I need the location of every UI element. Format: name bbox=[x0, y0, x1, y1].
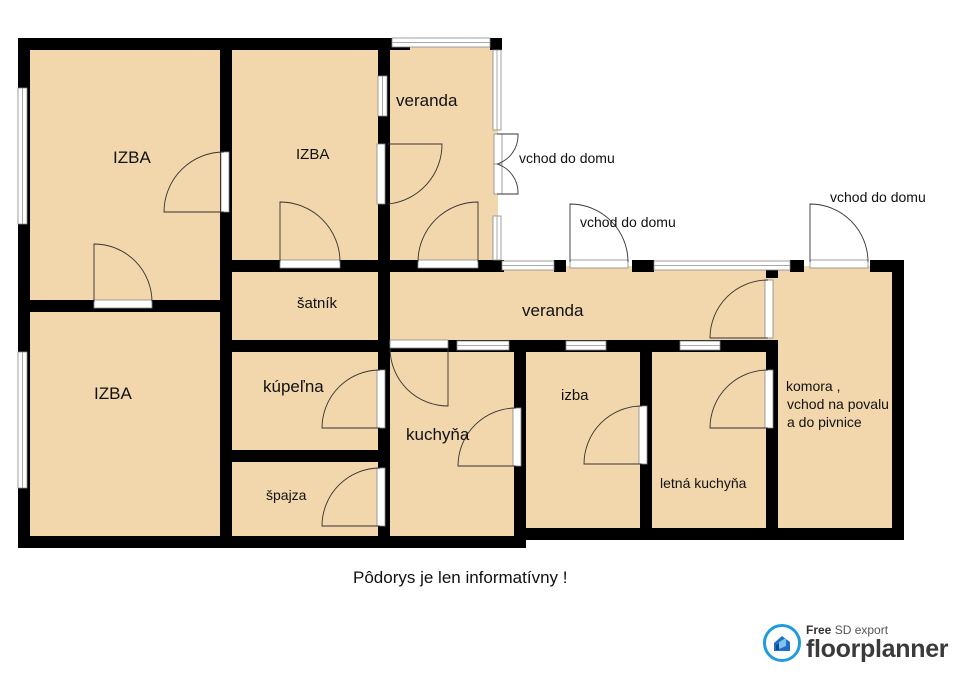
house-logo-icon bbox=[763, 624, 801, 662]
window bbox=[679, 340, 721, 351]
wall bbox=[790, 260, 804, 272]
window bbox=[492, 49, 502, 131]
door bbox=[321, 467, 386, 527]
window bbox=[565, 340, 607, 351]
window bbox=[377, 75, 388, 117]
door bbox=[93, 243, 153, 309]
room-label: veranda bbox=[522, 301, 584, 320]
room-izba-3 bbox=[24, 306, 226, 542]
room-veranda-long bbox=[384, 266, 774, 346]
wall bbox=[490, 260, 502, 272]
wall bbox=[226, 340, 388, 352]
wall bbox=[18, 38, 410, 50]
door bbox=[389, 339, 449, 407]
wall bbox=[554, 260, 566, 272]
wall bbox=[490, 38, 502, 50]
room-label: IZBA bbox=[94, 384, 132, 403]
door bbox=[417, 201, 479, 269]
room-label: vchod do domu bbox=[580, 214, 676, 230]
room-izba-2 bbox=[226, 44, 384, 266]
windows-layer bbox=[17, 37, 791, 489]
window bbox=[17, 351, 28, 489]
wall bbox=[870, 260, 904, 272]
room-label: vchod do domu bbox=[519, 150, 615, 166]
room-label: vchod na povalu bbox=[787, 396, 889, 412]
door bbox=[709, 369, 774, 429]
room-label: kúpeľna bbox=[263, 377, 324, 396]
wall bbox=[226, 450, 388, 462]
door bbox=[493, 133, 519, 165]
wall bbox=[520, 528, 904, 540]
room-label: IZBA bbox=[296, 146, 330, 163]
door bbox=[457, 407, 522, 467]
door bbox=[163, 151, 230, 213]
wall bbox=[18, 536, 526, 548]
door bbox=[376, 143, 443, 205]
room-izba-small bbox=[520, 346, 646, 534]
doors-layer bbox=[93, 133, 869, 527]
door bbox=[569, 203, 629, 269]
door bbox=[809, 203, 869, 269]
logo-subtitle: Free SD export bbox=[806, 623, 889, 637]
window bbox=[501, 260, 555, 271]
wall bbox=[220, 38, 232, 548]
room-kupelna bbox=[226, 346, 384, 456]
room-label: špajza bbox=[266, 487, 307, 503]
wall bbox=[632, 260, 654, 272]
door bbox=[709, 279, 774, 339]
window bbox=[456, 340, 510, 351]
door bbox=[493, 163, 519, 195]
floors-layer bbox=[24, 44, 900, 542]
logo-brand: floorplanner bbox=[806, 635, 949, 663]
door bbox=[279, 201, 341, 269]
room-label: kuchyňa bbox=[406, 425, 470, 444]
window bbox=[17, 87, 28, 225]
wall bbox=[520, 340, 776, 352]
room-kuchyna bbox=[384, 346, 520, 542]
wall bbox=[892, 260, 904, 540]
room-satnik bbox=[226, 266, 384, 346]
disclaimer-caption: Pôdorys je len informatívny ! bbox=[353, 568, 568, 587]
room-label: IZBA bbox=[113, 148, 151, 167]
window bbox=[492, 215, 502, 261]
room-spajza bbox=[226, 456, 384, 542]
room-label: letná kuchyňa bbox=[660, 475, 747, 491]
room-label: a do pivnice bbox=[787, 414, 862, 430]
room-letna-kuchyna bbox=[646, 346, 772, 534]
floorplanner-logo: Free SD export floorplanner bbox=[763, 623, 949, 663]
floorplan-canvas bbox=[17, 37, 904, 548]
room-label: veranda bbox=[396, 91, 458, 110]
room-izba-1 bbox=[24, 44, 226, 306]
room-label: komora , bbox=[786, 378, 841, 394]
window bbox=[653, 260, 791, 271]
room-komora bbox=[772, 266, 900, 534]
door bbox=[321, 369, 386, 429]
door bbox=[583, 405, 648, 465]
room-label: izba bbox=[561, 387, 589, 404]
window bbox=[391, 37, 491, 48]
room-label: šatník bbox=[297, 295, 338, 312]
room-label: vchod do domu bbox=[830, 189, 926, 205]
